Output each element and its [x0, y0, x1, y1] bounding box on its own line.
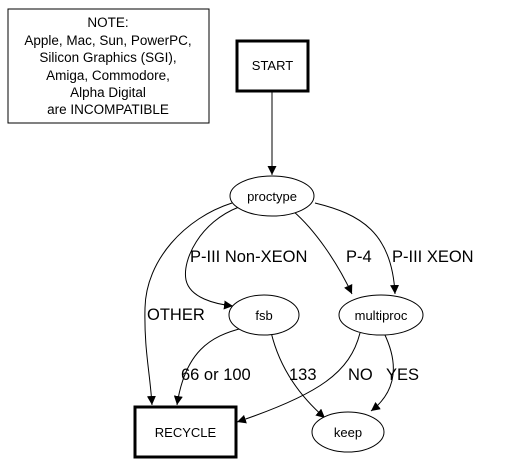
edges: [144, 92, 400, 424]
edge-label-133: 133: [289, 366, 317, 384]
node-start: START: [235, 39, 310, 93]
edge-proctype-recycle: [144, 202, 233, 406]
edge-label-no: NO: [348, 366, 373, 384]
edge-label-yes: YES: [386, 366, 419, 384]
node-start-label: START: [252, 58, 293, 73]
edge-fsb-keep: [270, 331, 326, 419]
node-proctype-label: proctype: [247, 189, 297, 204]
note-line: Amiga, Commodore,: [46, 68, 170, 83]
edge-proctype-multiproc-xeon: [314, 202, 400, 295]
edge-labels: P-III Non-XEON P-4 P-III XEON OTHER 66 o…: [147, 248, 474, 384]
note-line: Silicon Graphics (SGI),: [39, 50, 176, 65]
node-recycle-label: RECYCLE: [155, 425, 217, 440]
edge-label-66-or-100: 66 or 100: [181, 366, 251, 384]
node-multiproc-label: multiproc: [355, 308, 408, 323]
node-proctype: proctype: [229, 175, 315, 217]
edge-label-p4: P-4: [346, 248, 372, 266]
node-keep: keep: [311, 411, 385, 453]
note-line: are INCOMPATIBLE: [47, 102, 169, 117]
edge-multiproc-keep: [370, 332, 394, 412]
edge-label-other: OTHER: [147, 306, 205, 324]
edge-label-p3-xeon: P-III XEON: [392, 248, 474, 266]
node-multiproc: multiproc: [338, 294, 424, 336]
node-fsb: fsb: [228, 294, 300, 336]
node-keep-label: keep: [334, 425, 362, 440]
node-recycle: RECYCLE: [133, 405, 238, 459]
edge-proctype-multiproc-p4: [292, 210, 353, 295]
node-fsb-label: fsb: [255, 308, 272, 323]
note-line: NOTE:: [87, 15, 128, 30]
edge-proctype-fsb: [184, 206, 240, 310]
note-line: Alpha Digital: [70, 85, 146, 100]
note-line: Apple, Mac, Sun, PowerPC,: [24, 33, 191, 48]
edge-multiproc-recycle: [236, 332, 361, 424]
edge-fsb-recycle: [173, 327, 244, 406]
note-box: NOTE: Apple, Mac, Sun, PowerPC, Silicon …: [7, 8, 210, 124]
edge-label-p3-non-xeon: P-III Non-XEON: [190, 248, 307, 266]
